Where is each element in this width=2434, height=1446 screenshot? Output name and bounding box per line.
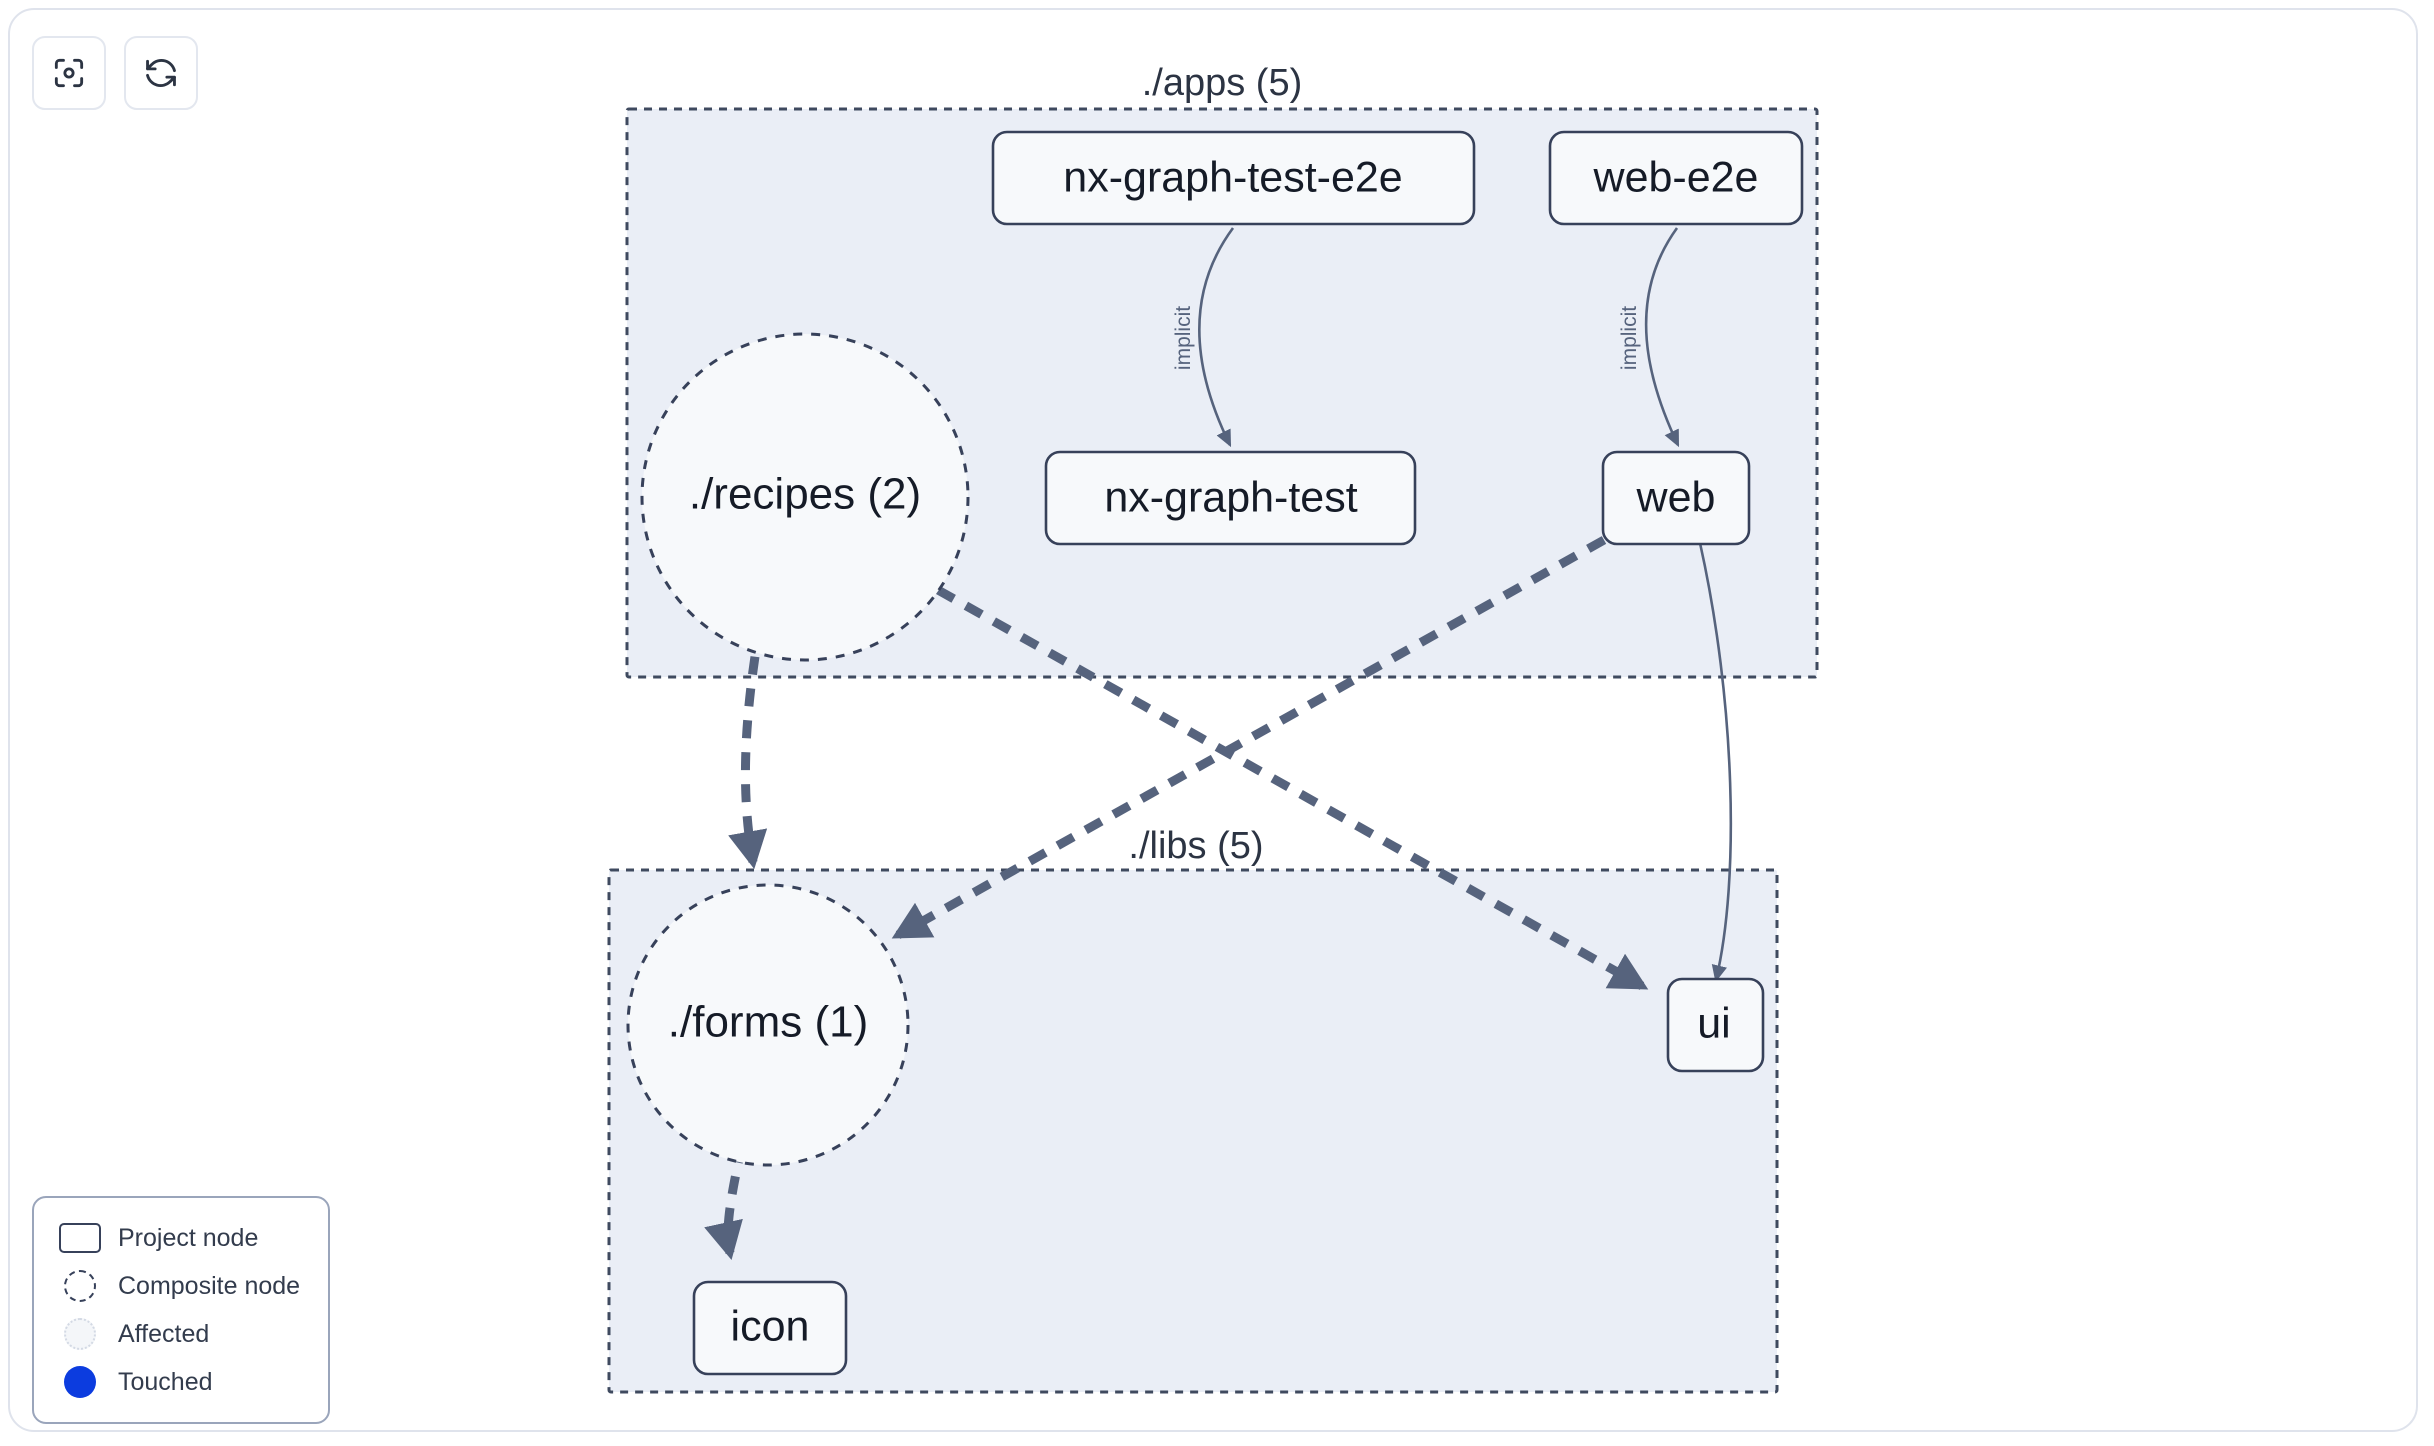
affected-swatch-icon xyxy=(52,1318,108,1350)
focus-target-icon xyxy=(50,54,88,92)
focus-graph-button[interactable] xyxy=(32,36,106,110)
legend-label: Affected xyxy=(118,1319,210,1348)
legend-item-project-node: Project node xyxy=(52,1214,310,1262)
legend-item-composite-node: Composite node xyxy=(52,1262,310,1310)
composite-node-swatch-icon xyxy=(52,1270,108,1302)
legend-label: Project node xyxy=(118,1223,259,1252)
legend-label: Touched xyxy=(118,1367,213,1396)
graph-legend: Project node Composite node Affected Tou… xyxy=(32,1196,330,1424)
project-node-swatch-icon xyxy=(52,1223,108,1253)
graph-canvas-frame xyxy=(8,8,2418,1432)
refresh-graph-button[interactable] xyxy=(124,36,198,110)
legend-item-touched: Touched xyxy=(52,1358,310,1406)
legend-item-affected: Affected xyxy=(52,1310,310,1358)
legend-label: Composite node xyxy=(118,1271,301,1300)
touched-swatch-icon xyxy=(52,1366,108,1398)
graph-toolbar xyxy=(32,36,198,110)
refresh-icon xyxy=(142,54,180,92)
